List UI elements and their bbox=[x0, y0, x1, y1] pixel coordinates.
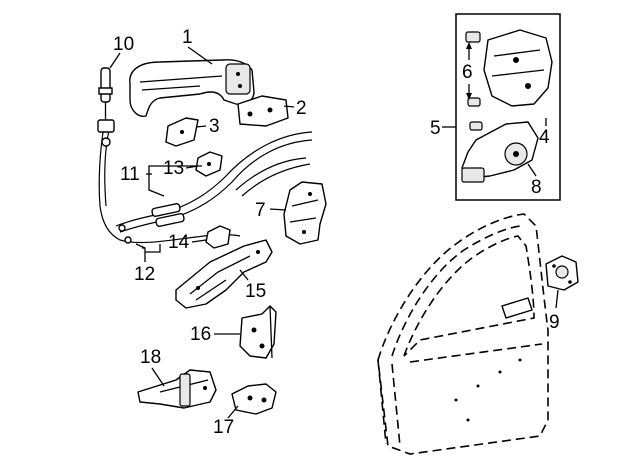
callout-8: 8 bbox=[527, 163, 542, 198]
callout-15: 15 bbox=[239, 269, 266, 302]
part-4-latch-assembly bbox=[465, 29, 553, 107]
svg-text:6: 6 bbox=[462, 62, 473, 83]
part-16-upper-hinge bbox=[239, 305, 277, 359]
part-10-lock-cylinder-rod bbox=[98, 67, 113, 125]
callout-18: 18 bbox=[140, 347, 165, 387]
callout-2: 2 bbox=[283, 98, 307, 119]
svg-text:10: 10 bbox=[113, 34, 134, 55]
part-13-cable-clip bbox=[195, 151, 223, 177]
part-15-inside-handle bbox=[175, 239, 273, 309]
svg-text:8: 8 bbox=[531, 177, 542, 198]
part-3-handle-pad bbox=[165, 117, 199, 147]
cables bbox=[97, 119, 313, 244]
callout-1: 1 bbox=[182, 27, 213, 65]
callout-7: 7 bbox=[255, 200, 287, 221]
svg-text:17: 17 bbox=[213, 417, 234, 438]
svg-text:7: 7 bbox=[255, 200, 266, 221]
door-shell bbox=[377, 213, 549, 455]
svg-text:9: 9 bbox=[549, 312, 560, 333]
svg-text:15: 15 bbox=[245, 281, 266, 302]
part-9-door-striker bbox=[545, 255, 579, 291]
callout-16: 16 bbox=[190, 324, 240, 345]
part-18-door-check bbox=[137, 369, 217, 409]
svg-text:2: 2 bbox=[296, 98, 307, 119]
svg-text:12: 12 bbox=[134, 264, 155, 285]
part-7-door-latch bbox=[283, 181, 327, 245]
callout-14: 14 bbox=[168, 232, 207, 253]
svg-text:11: 11 bbox=[120, 164, 140, 185]
part-1-outside-handle bbox=[129, 59, 255, 117]
svg-text:5: 5 bbox=[430, 118, 441, 139]
callout-10: 10 bbox=[109, 34, 134, 69]
callout-13: 13 bbox=[163, 158, 199, 179]
callout-6: 6 bbox=[462, 42, 473, 100]
svg-text:4: 4 bbox=[539, 127, 550, 148]
callout-5: 5 bbox=[430, 118, 456, 139]
part-2-handle-bracket bbox=[237, 95, 289, 127]
svg-text:16: 16 bbox=[190, 324, 211, 345]
callout-9: 9 bbox=[549, 289, 560, 333]
svg-text:13: 13 bbox=[163, 158, 184, 179]
callout-17: 17 bbox=[213, 405, 239, 438]
callout-3: 3 bbox=[195, 116, 220, 137]
svg-text:3: 3 bbox=[209, 116, 220, 137]
callout-4: 4 bbox=[539, 118, 550, 148]
svg-text:1: 1 bbox=[182, 27, 193, 48]
svg-text:14: 14 bbox=[168, 232, 190, 253]
part-17-lower-hinge bbox=[231, 383, 277, 415]
callout-12: 12 bbox=[134, 243, 161, 285]
part-14-cable-clip bbox=[205, 225, 231, 249]
part-8-lock-actuator bbox=[461, 121, 539, 183]
callout-11: 11 bbox=[120, 164, 202, 197]
svg-text:18: 18 bbox=[140, 347, 161, 368]
